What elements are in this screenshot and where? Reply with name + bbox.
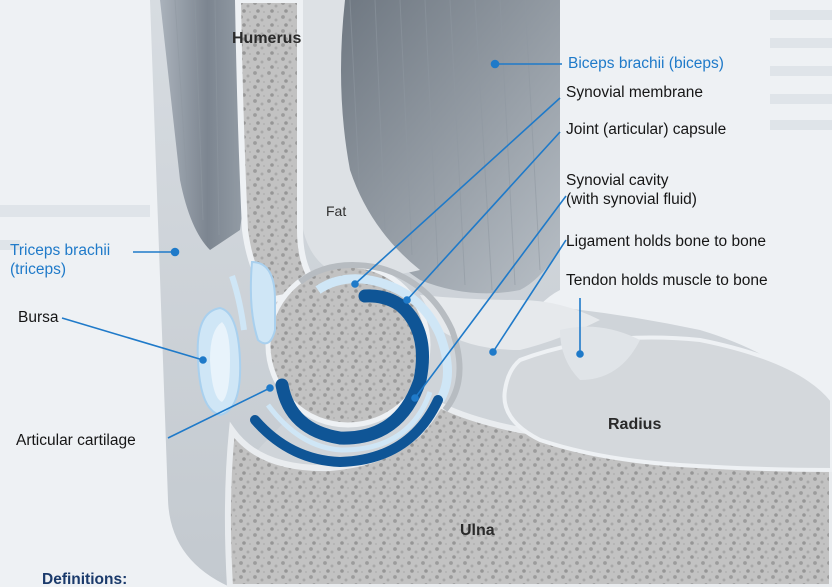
ulna-label: Ulna: [460, 522, 495, 540]
definitions-heading: Definitions:: [42, 571, 127, 587]
bursa-label: Bursa: [18, 309, 59, 327]
triceps-label: Triceps brachii: [10, 242, 110, 260]
triceps-sub-label: (triceps): [10, 261, 66, 279]
humerus-label: Humerus: [232, 30, 301, 48]
radius-label: Radius: [608, 416, 661, 434]
fat-label: Fat: [326, 202, 346, 220]
joint-capsule-label: Joint (articular) capsule: [566, 121, 726, 139]
ligament-label: Ligament holds bone to bone: [566, 233, 766, 251]
synovial-cavity-label: Synovial cavity: [566, 172, 669, 190]
synovial-cavity-sub-label: (with synovial fluid): [566, 191, 697, 209]
articular-cartilage-label: Articular cartilage: [16, 432, 136, 450]
synovial-membrane-label: Synovial membrane: [566, 84, 703, 102]
biceps-label: Biceps brachii (biceps): [568, 55, 724, 73]
tendon-label: Tendon holds muscle to bone: [566, 272, 768, 290]
